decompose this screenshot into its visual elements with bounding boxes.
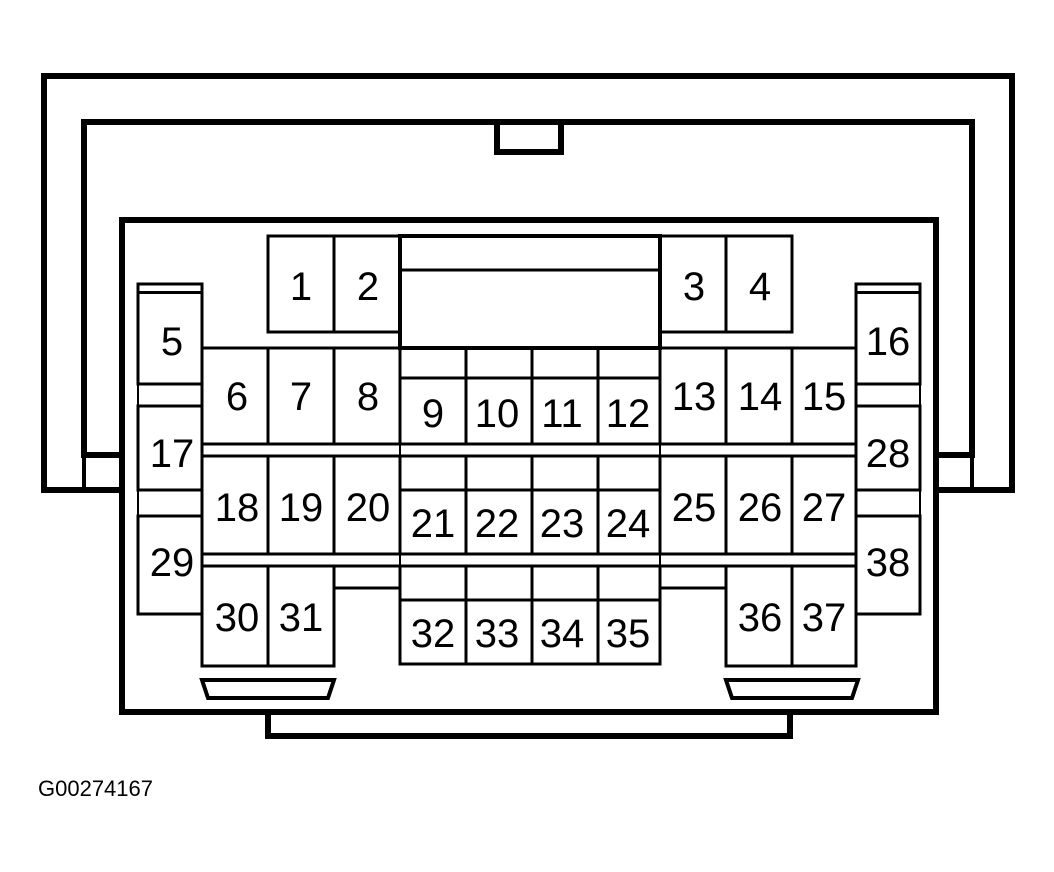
pin-cavity xyxy=(398,454,468,492)
pin-cavity xyxy=(596,454,662,492)
pin-label: 9 xyxy=(422,392,444,436)
figure-code: G00274167 xyxy=(38,776,153,801)
pin-cavity xyxy=(596,564,662,602)
pin-label: 24 xyxy=(606,502,651,546)
pin-cavity xyxy=(398,564,468,602)
cavity-divider xyxy=(659,443,857,457)
cavity-divider xyxy=(137,291,203,294)
pin-label: 36 xyxy=(738,596,783,640)
pin-label: 38 xyxy=(866,541,911,585)
center-keyway xyxy=(398,234,662,350)
pin-label: 25 xyxy=(672,486,717,530)
pin-label: 5 xyxy=(161,320,183,364)
cavity-divider xyxy=(855,489,921,517)
pin-label: 3 xyxy=(683,265,705,309)
cavity-divider xyxy=(137,489,203,517)
pin-label: 26 xyxy=(738,486,783,530)
pin-label: 19 xyxy=(279,486,324,530)
pin-cavity xyxy=(464,346,534,380)
pin-label: 28 xyxy=(866,432,911,476)
cavity-divider xyxy=(855,291,921,294)
cavity-divider xyxy=(659,553,857,567)
pin-cavity xyxy=(530,346,600,380)
pin-cavity xyxy=(398,346,468,380)
pin-label: 7 xyxy=(290,375,312,419)
pin-label: 35 xyxy=(606,612,651,656)
pin-label: 21 xyxy=(411,502,456,546)
pin-label: 16 xyxy=(866,320,911,364)
pin-label: 15 xyxy=(802,375,847,419)
pin-cavity xyxy=(596,376,662,446)
pin-label: 4 xyxy=(749,265,771,309)
connector-face xyxy=(119,217,939,739)
cavity-divider xyxy=(201,443,401,457)
pin-label: 14 xyxy=(738,375,783,419)
pin-cavity xyxy=(464,454,534,492)
pin-cavities xyxy=(136,234,922,668)
locking-tabs xyxy=(199,662,861,700)
pin-label: 34 xyxy=(540,612,585,656)
pin-cavity xyxy=(596,488,662,556)
pin-label: 1 xyxy=(290,265,312,309)
pin-label: 17 xyxy=(150,432,195,476)
pin-label: 20 xyxy=(346,486,391,530)
pin-cavity xyxy=(658,564,728,590)
pin-label: 13 xyxy=(672,375,717,419)
pin-label: 33 xyxy=(475,612,520,656)
pin-label: 32 xyxy=(411,612,456,656)
cavity-divider xyxy=(855,383,921,407)
pin-label: 22 xyxy=(475,502,520,546)
pin-label: 31 xyxy=(279,596,324,640)
pin-cavity xyxy=(464,564,534,602)
pin-label: 18 xyxy=(215,486,260,530)
pin-cavity xyxy=(332,564,402,590)
pin-label: 30 xyxy=(215,596,260,640)
pin-label: 27 xyxy=(802,486,847,530)
pin-label: 10 xyxy=(475,392,520,436)
cavity-divider xyxy=(137,383,203,407)
pin-cavity xyxy=(724,234,794,334)
pin-label: 29 xyxy=(150,541,195,585)
pin-cavity xyxy=(332,234,402,334)
pin-label: 12 xyxy=(606,392,651,436)
cavity-divider xyxy=(201,553,401,567)
connector-housing xyxy=(41,73,1015,493)
pin-number-labels: 1 2 3 4 5 6 7 8 9 10 11 12 13 14 15 16 1… xyxy=(150,265,911,656)
pin-label: 2 xyxy=(357,265,379,309)
pin-cavity xyxy=(596,346,662,380)
pin-label: 23 xyxy=(540,502,585,546)
pin-label: 11 xyxy=(541,392,583,436)
pin-cavity xyxy=(530,564,600,602)
pin-label: 6 xyxy=(226,375,248,419)
pin-cavity xyxy=(530,454,600,492)
pin-label: 8 xyxy=(357,375,379,419)
pin-label: 37 xyxy=(802,596,847,640)
